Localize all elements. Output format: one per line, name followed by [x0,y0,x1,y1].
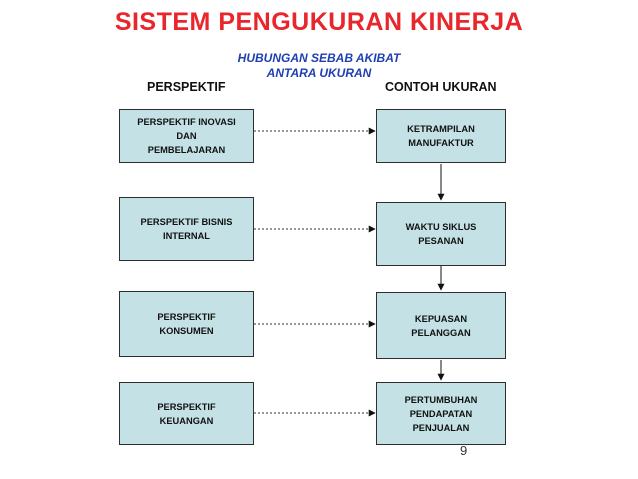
page-number: 9 [460,443,468,458]
measure-box-manufacturing-skill: KETRAMPILAN MANUFAKTUR [376,109,506,163]
measure-box-order-cycle-time: WAKTU SIKLUS PESANAN [376,202,506,266]
perspective-box-financial: PERSPEKTIF KEUANGAN [119,382,254,445]
perspective-box-customer: PERSPEKTIF KONSUMEN [119,291,254,357]
measure-column-header: CONTOH UKURAN [385,80,497,94]
perspective-box-internal-business: PERSPEKTIF BISNIS INTERNAL [119,197,254,261]
subtitle-line-1: HUBUNGAN SEBAB AKIBAT [237,51,401,65]
measure-box-sales-revenue-growth: PERTUMBUHAN PENDAPATAN PENJUALAN [376,382,506,445]
slide-title: SISTEM PENGUKURAN KINERJA [114,8,524,36]
perspective-box-learning: PERSPEKTIF INOVASI DAN PEMBELAJARAN [119,109,254,163]
measure-box-customer-satisfaction: KEPUASAN PELANGGAN [376,292,506,359]
perspective-column-header: PERSPEKTIF [147,80,226,94]
subtitle-line-2: ANTARA UKURAN [266,66,372,80]
